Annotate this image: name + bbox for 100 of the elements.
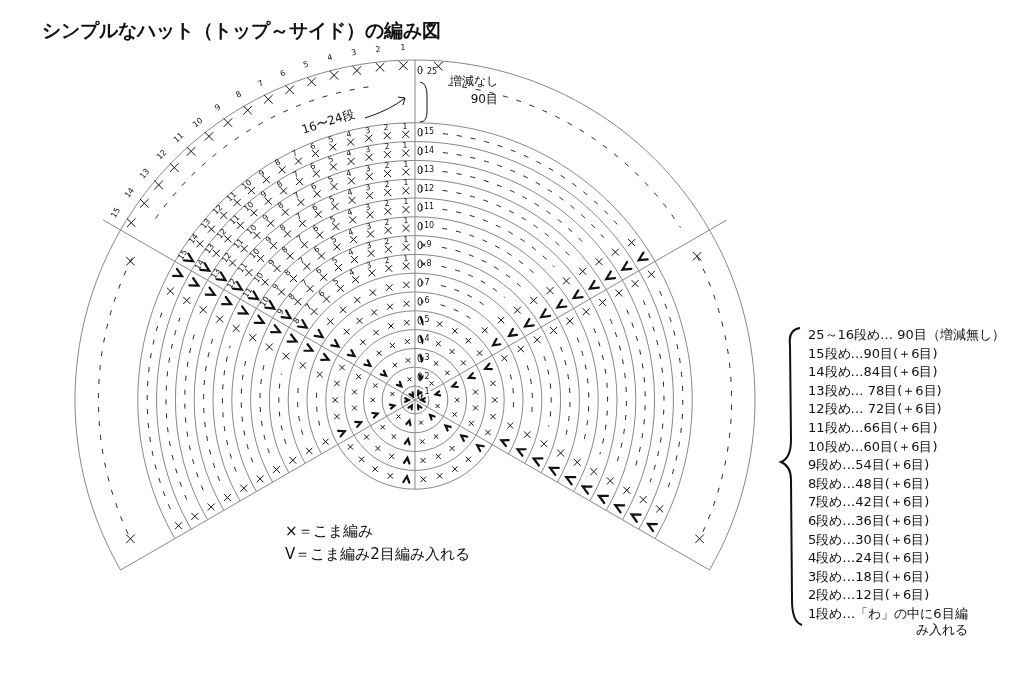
row-count-line: 11段め…66目(＋6目) [808, 420, 938, 436]
row-number: 5 [423, 316, 431, 325]
stitch-number: 2 [383, 218, 391, 228]
stitch-number: 7 [303, 302, 314, 312]
stitch-number: 12 [212, 203, 225, 217]
stitch-number: 9 [267, 258, 277, 268]
stitch-number: 4 [326, 53, 334, 63]
stitch-number: 4 [348, 268, 357, 278]
stitch-number: 1 [402, 122, 409, 132]
stitch-number: 14 [124, 186, 137, 200]
stitch-number: 10 [253, 271, 266, 285]
stitch-number: 1 [402, 198, 409, 207]
stitch-number: 5 [332, 277, 341, 287]
stitch-number: 10 [248, 247, 262, 260]
stitch-number: 3 [364, 145, 371, 155]
stitch-number: 9 [213, 103, 223, 113]
row-number: 25 [425, 68, 439, 76]
stitch-number: 9 [276, 307, 286, 317]
row-number: 9 [425, 241, 433, 249]
stitch-number: 13 [209, 267, 222, 281]
row-count-line: 10段め…60目(＋6目) [808, 438, 938, 455]
stitch-number: 3 [364, 126, 371, 136]
stitch-number: 7 [292, 170, 301, 180]
stitch-number: 1 [400, 44, 406, 53]
stitch-number: 9 [261, 212, 271, 223]
row-count-line: 13段め… 78目(＋6目) [808, 382, 942, 399]
stitch-number: 6 [317, 288, 327, 299]
stitch-number: 12 [226, 277, 239, 290]
stitch-number: 11 [232, 237, 245, 251]
stitch-number: 7 [297, 256, 307, 266]
stitch-number: 6 [310, 202, 319, 213]
stitch-number: 4 [346, 208, 354, 218]
stitch-number: 3 [365, 261, 374, 271]
stitch-number: 1 [402, 254, 409, 263]
stitch-number: 10 [191, 116, 205, 129]
stitch-number: 15 [177, 248, 190, 262]
stitch-number: 4 [345, 149, 353, 159]
stitch-number: 3 [350, 48, 358, 58]
stitch-number: 9 [271, 282, 281, 292]
stitch-number: 11 [173, 132, 186, 145]
stitch-number: 13 [139, 167, 152, 181]
row-count-line: 15段め…90目(＋6目) [808, 345, 938, 362]
stitch-number: 10 [245, 223, 259, 237]
stitch-number: 9 [257, 168, 267, 179]
stitch-number: 3 [365, 241, 373, 251]
row-count-line: 6段め…36目(＋6目) [808, 513, 930, 529]
stitch-number: 10 [242, 200, 256, 214]
stitch-number: 8 [276, 201, 286, 211]
stitch-number: 10 [240, 178, 254, 191]
row-count-line: 12段め… 72目(＋6目) [808, 401, 942, 418]
stitch-number: 7 [294, 212, 303, 222]
stitch-number: 8 [283, 268, 293, 278]
stitch-number: 5 [329, 235, 338, 246]
title: シンプルなハット（トップ～サイド）の編み図 [42, 18, 441, 43]
stitch-number: 9 [263, 235, 274, 245]
stitch-number: 5 [327, 155, 335, 165]
row-number: 3 [423, 353, 431, 362]
stitch-number: 2 [375, 45, 382, 55]
stitch-number: 6 [309, 162, 318, 172]
row-number: 12 [422, 184, 436, 193]
stitch-number: 1 [402, 235, 409, 244]
row-number: 14 [422, 147, 436, 155]
stitch-number: 1 [402, 141, 409, 150]
row-count-line: 8段め…48目(＋6目) [808, 475, 930, 492]
stitch-number: 7 [256, 78, 265, 89]
row-number: 13 [422, 165, 436, 174]
symbol-note: V＝こま編み2目編み入れる [285, 545, 470, 564]
symbol-note: ×＝こま編み [285, 522, 373, 541]
stitch-number: 13 [199, 217, 213, 231]
row-number: 1 [423, 388, 431, 396]
stitch-number: 10 [258, 295, 271, 309]
row-number: 6 [423, 297, 431, 306]
stitch-number: 9 [259, 190, 269, 201]
stitch-number: 6 [313, 244, 322, 255]
stitch-number: 5 [326, 135, 335, 145]
row-count-line: 1段め…「わ」の中に6目編み入れる [808, 606, 968, 638]
stitch-number: 5 [327, 175, 336, 185]
stitch-number: 4 [347, 248, 356, 258]
stitch-number: 8 [275, 179, 284, 190]
stitch-number: 1 [402, 216, 409, 226]
stitch-number: 4 [345, 169, 353, 179]
row-count-line: 9段め…54目(＋6目) [808, 457, 930, 474]
row-number: 4 [423, 335, 431, 343]
row-count-line: 7段め…42目(＋6目) [808, 494, 930, 511]
stitch-number: 2 [384, 256, 391, 266]
stitch-number: 6 [314, 266, 324, 277]
stitch-number: 14 [187, 232, 201, 246]
row-count-line: 5段め…30目(＋6目) [808, 531, 930, 548]
stitch-number: 6 [311, 223, 321, 234]
stitch-number: 8 [280, 245, 290, 256]
row-count-line: 25～16段め… 90目（増減無し） [808, 327, 1005, 343]
stitch-number: 8 [234, 90, 244, 100]
row-count-line: 14段め…84目(＋6目) [808, 364, 938, 381]
stitch-number: 5 [330, 256, 339, 266]
stitch-number: 3 [365, 222, 373, 232]
stitch-number: 11 [242, 286, 255, 300]
stitch-number: 3 [364, 203, 372, 213]
stitch-number: 6 [308, 142, 317, 152]
stitch-number: 13 [204, 242, 217, 256]
stitch-number: 5 [302, 60, 310, 70]
